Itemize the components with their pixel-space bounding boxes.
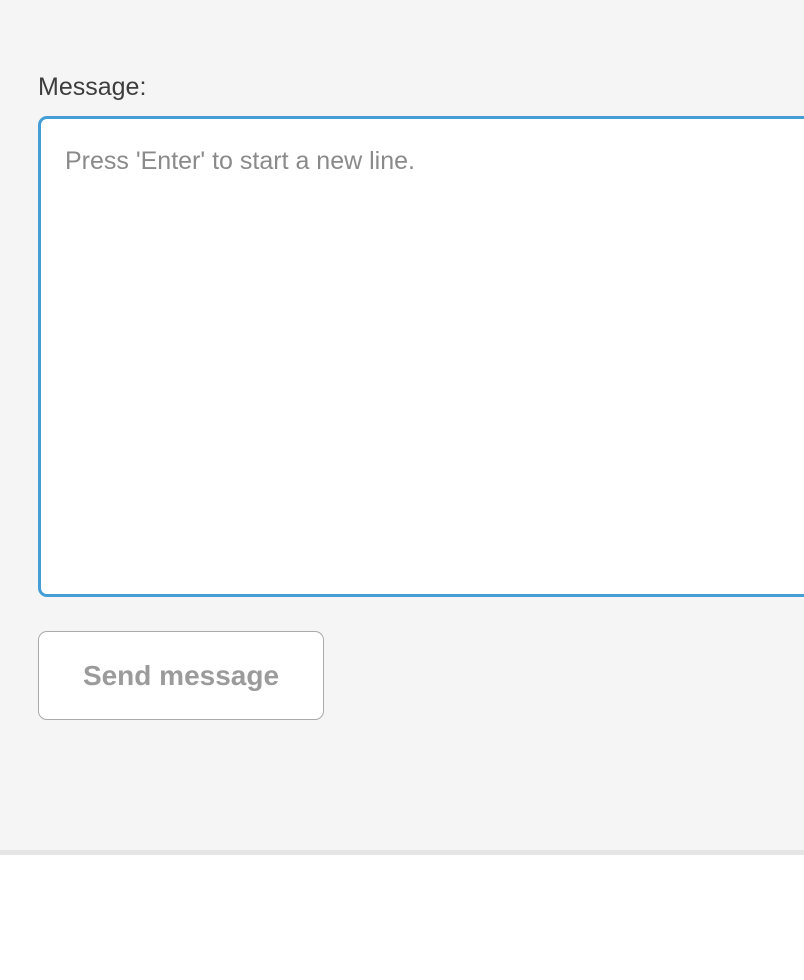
lower-white-area [0, 855, 804, 980]
message-form-panel: Message: Send message [38, 73, 804, 720]
send-message-button[interactable]: Send message [38, 631, 324, 720]
message-textarea[interactable] [38, 116, 804, 597]
section-divider [0, 850, 804, 855]
message-label: Message: [38, 73, 147, 101]
